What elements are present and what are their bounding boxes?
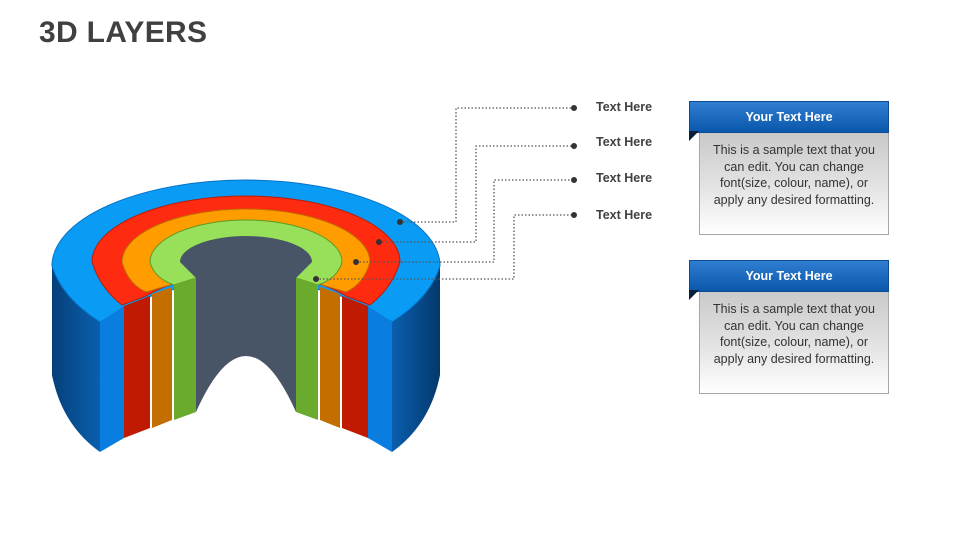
leader-dot-1b [571,105,577,111]
orange-face-left [152,287,172,428]
leader-line-3 [356,179,574,263]
callout-label-3: Text Here [596,171,653,185]
slide-title: 3D LAYERS [39,16,208,49]
outer-wall-left [52,266,100,452]
blue-face-right [368,306,392,452]
green-face-right [296,278,318,420]
leader-dot-4b [571,212,577,218]
leader-dot-1a [397,219,403,225]
leader-line-4 [316,214,574,280]
info-box-header: Your Text Here [689,101,889,133]
info-box-2: Your Text Here This is a sample text tha… [689,260,889,394]
leader-dot-2a [376,239,382,245]
callout-label-2: Text Here [596,135,653,149]
leader-dot-4a [313,276,319,282]
info-box-notch [689,290,699,300]
callout-label-4: Text Here [596,208,653,222]
callout-label-1: Text Here [596,100,653,114]
leader-dot-3b [571,177,577,183]
orange-face-right [320,287,340,428]
info-box-1: Your Text Here This is a sample text tha… [689,101,889,235]
red-face-left [124,296,150,438]
info-box-body: This is a sample text that you can edit.… [699,133,889,235]
outer-wall-right [392,266,440,452]
green-face-left [174,278,196,420]
blue-face-left [100,306,124,452]
leader-dot-2b [571,143,577,149]
info-box-notch [689,131,699,141]
info-box-body: This is a sample text that you can edit.… [699,292,889,394]
inner-core [180,236,312,412]
red-face-right [342,296,368,438]
leader-dot-3a [353,259,359,265]
leader-line-1 [400,107,574,223]
leader-line-2 [379,145,574,243]
info-box-header: Your Text Here [689,260,889,292]
